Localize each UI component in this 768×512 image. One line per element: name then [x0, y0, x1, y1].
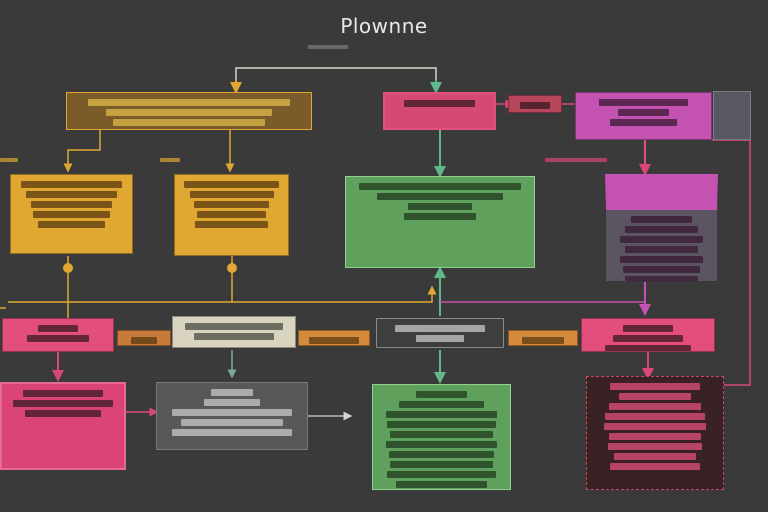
- text-line: [618, 109, 669, 116]
- text-line: [620, 256, 703, 263]
- text-line: [172, 409, 292, 416]
- text-line: [27, 335, 89, 342]
- node-mid-orange-right[interactable]: [174, 174, 289, 256]
- text-line: [309, 337, 359, 344]
- node-row-pink-right[interactable]: [581, 318, 715, 352]
- node-top-orange[interactable]: [66, 92, 312, 130]
- text-line: [603, 423, 707, 430]
- text-line: [386, 411, 497, 418]
- text-line: [415, 391, 468, 398]
- node-mid-magenta[interactable]: [605, 174, 718, 282]
- text-line: [113, 119, 265, 126]
- node-row-orange-tag-3[interactable]: [508, 330, 578, 346]
- text-line: [625, 246, 698, 253]
- text-line: [605, 413, 705, 420]
- text-line: [404, 213, 476, 220]
- text-line: [599, 99, 688, 106]
- text-line: [389, 461, 494, 468]
- text-line: [630, 216, 693, 223]
- text-line: [623, 325, 673, 332]
- connector-orange-left: [63, 130, 101, 173]
- annotation-mid-top: [160, 158, 180, 162]
- text-line: [519, 102, 551, 109]
- text-line: [607, 443, 703, 450]
- node-top-red[interactable]: [383, 92, 496, 130]
- node-bottom-pink[interactable]: [0, 382, 126, 470]
- text-line: [172, 429, 292, 436]
- text-line: [194, 333, 274, 340]
- text-line: [620, 236, 703, 243]
- text-line: [180, 419, 284, 426]
- text-line: [30, 201, 113, 208]
- text-line: [184, 323, 284, 330]
- text-line: [387, 471, 496, 478]
- text-line: [610, 463, 700, 470]
- node-row-orange-tag-2[interactable]: [298, 330, 370, 346]
- text-line: [404, 100, 475, 107]
- node-row-light[interactable]: [172, 316, 296, 348]
- text-line: [106, 109, 272, 116]
- connector-right-frame: [712, 139, 751, 386]
- text-line: [33, 211, 110, 218]
- node-mid-orange-left[interactable]: [10, 174, 133, 254]
- text-line: [613, 335, 683, 342]
- text-line: [396, 481, 487, 488]
- connector-top-bracket: [235, 67, 437, 88]
- text-line: [359, 183, 521, 190]
- text-line: [604, 345, 692, 351]
- text-line: [184, 181, 279, 188]
- text-line: [203, 399, 261, 406]
- text-line: [416, 335, 464, 342]
- node-top-magenta[interactable]: [575, 92, 712, 140]
- text-line: [610, 383, 700, 390]
- text-line: [625, 226, 698, 233]
- text-line: [210, 389, 254, 396]
- text-line: [623, 266, 700, 273]
- node-bottom-grey[interactable]: [156, 382, 308, 450]
- annotation-title-sub: [308, 45, 348, 49]
- node-bottom-dark[interactable]: [586, 376, 724, 490]
- text-line: [389, 431, 494, 438]
- text-line: [610, 119, 677, 126]
- text-line: [386, 441, 497, 448]
- text-line: [189, 191, 274, 198]
- text-line: [25, 410, 101, 417]
- text-line: [130, 337, 158, 344]
- text-line: [26, 191, 117, 198]
- text-line: [194, 221, 269, 228]
- text-line: [614, 453, 696, 460]
- text-line: [20, 181, 123, 188]
- text-line: [196, 211, 267, 218]
- text-line: [12, 400, 114, 407]
- text-line: [395, 325, 485, 332]
- connector-orange-rail: [67, 256, 437, 303]
- text-line: [193, 201, 270, 208]
- node-row-grey[interactable]: [376, 318, 504, 348]
- node-row-pink-left[interactable]: [2, 318, 114, 352]
- node-bottom-green[interactable]: [372, 384, 511, 490]
- node-row-orange-tag-1[interactable]: [117, 330, 171, 346]
- text-line: [37, 221, 106, 228]
- text-line: [87, 99, 291, 106]
- text-line: [23, 390, 103, 397]
- text-line: [608, 433, 702, 440]
- text-line: [388, 451, 495, 458]
- node-top-red-small[interactable]: [508, 95, 562, 113]
- text-line: [522, 337, 564, 344]
- annotation-right-top: [545, 158, 607, 162]
- annotation-left-top: [0, 158, 18, 162]
- text-line: [608, 403, 702, 410]
- text-line: [407, 203, 473, 210]
- text-line: [619, 393, 691, 400]
- text-line: [37, 325, 79, 332]
- text-line: [625, 276, 698, 281]
- node-mid-green[interactable]: [345, 176, 535, 268]
- text-line: [387, 421, 496, 428]
- text-line: [398, 401, 485, 408]
- diagram-title: Plownne: [340, 14, 428, 38]
- node-top-side-tab[interactable]: [713, 91, 751, 140]
- text-line: [377, 193, 503, 200]
